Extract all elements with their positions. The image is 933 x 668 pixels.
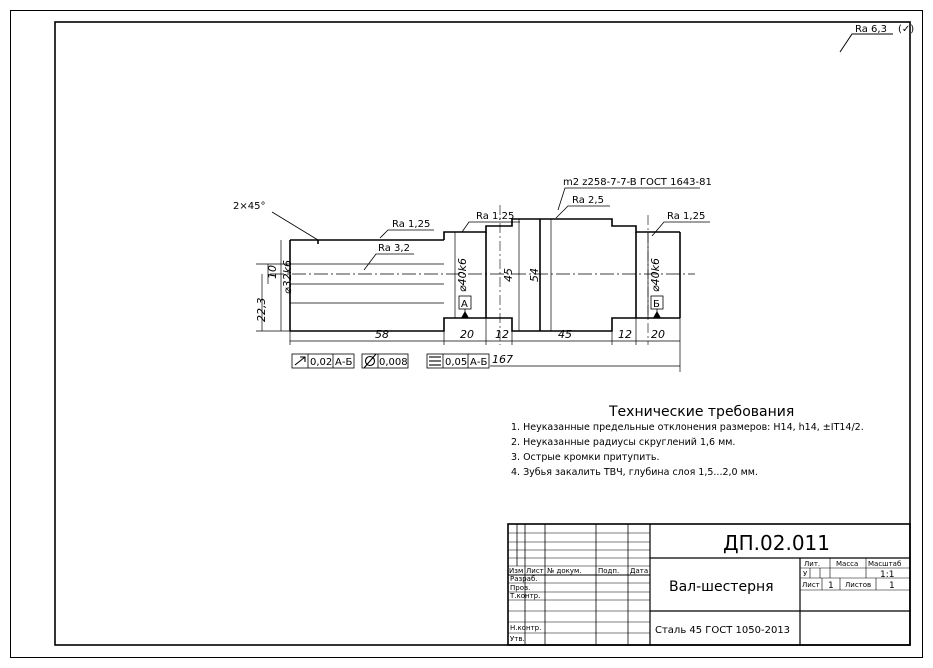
sheets-value: 1 <box>889 581 895 591</box>
material: Сталь 45 ГОСТ 1050-2013 <box>655 625 790 636</box>
tolerance-2-value: 0,008 <box>379 357 408 368</box>
dim-d45: 45 <box>502 268 515 282</box>
part-name: Вал-шестерня <box>669 579 774 595</box>
dim-d40-right: ⌀40k6 <box>649 258 662 292</box>
dim-l58: 58 <box>375 328 389 341</box>
tolerance-3-value: 0,05 <box>445 357 467 368</box>
tech-item-4: 4. Зубья закалить ТВЧ, глубина слоя 1,5.… <box>511 467 758 478</box>
tech-item-2: 2. Неуказанные радиусы скруглений 1,6 мм… <box>511 437 735 448</box>
tolerance-3-base: А-Б <box>470 357 487 368</box>
dim-d10: 10 <box>266 265 279 279</box>
row-nkontr: Н.контр. <box>510 624 541 632</box>
cylindricity-icon <box>363 353 377 369</box>
roughness-2: Ra 1,25 <box>476 211 514 222</box>
roughness-marks <box>363 205 710 271</box>
tech-title: Технические требования <box>608 404 794 420</box>
dim-l12a: 12 <box>495 328 509 341</box>
sheet-label: Лист <box>802 581 820 589</box>
chamfer-label: 2×45° <box>233 201 265 212</box>
lit-label: Лит. <box>804 560 820 568</box>
runout-icon <box>294 356 306 366</box>
tolerance-1-value: 0,02 <box>310 357 332 368</box>
dim-d22-3: 22,3 <box>255 298 268 323</box>
dim-l45: 45 <box>558 328 572 341</box>
tolerance-frame-3: 0,05 А-Б <box>426 353 490 369</box>
roughness-4: Ra 1,25 <box>667 211 705 222</box>
gear-params-label: m2 z258-7-7-B ГОСТ 1643-81 <box>563 177 712 188</box>
doc-code: ДП.02.011 <box>723 531 830 555</box>
row-razrab: Разраб. <box>510 575 538 583</box>
scale-label: Масштаб <box>868 560 901 568</box>
dim-d32: ⌀32k6 <box>281 260 294 294</box>
dim-l167: 167 <box>492 353 513 366</box>
datum-b: Б <box>650 295 664 318</box>
sheet-roughness-mark: Ra 6,3 (✓) <box>839 24 914 53</box>
roughness-5: Ra 3,2 <box>378 243 410 254</box>
roughness-3: Ra 2,5 <box>572 195 604 206</box>
mass-label: Масса <box>836 560 858 568</box>
col-sign: Подп. <box>598 567 619 575</box>
title-block <box>507 523 911 646</box>
dim-d40-left: ⌀40k6 <box>456 258 469 292</box>
tolerance-frame-2: 0,008 <box>361 353 409 369</box>
roughness-1: Ra 1,25 <box>392 219 430 230</box>
tech-item-3: 3. Острые кромки притупить. <box>511 452 660 463</box>
chamfer-callout: 2×45° <box>233 201 319 241</box>
sheet-roughness-bracket: (✓) <box>898 24 914 35</box>
inner-frame <box>54 21 911 646</box>
tolerance-frame-1: 0,02 А-Б <box>291 353 355 369</box>
dim-l20b: 20 <box>651 328 665 341</box>
parallelism-icon <box>429 356 441 366</box>
gear-params-callout: m2 z258-7-7-B ГОСТ 1643-81 <box>557 177 712 211</box>
datum-a-label: А <box>461 299 468 310</box>
scale-value: 1:1 <box>880 570 894 580</box>
keyway-lines <box>290 263 444 304</box>
diameter-dimensions <box>256 219 649 332</box>
sheet-value: 1 <box>828 581 834 591</box>
col-list: Лист <box>526 567 544 575</box>
col-izm: Изм <box>509 567 523 575</box>
col-date: Дата <box>630 567 648 575</box>
tech-item-1: 1. Неуказанные предельные отклонения раз… <box>511 422 864 433</box>
row-tkontr: Т.контр. <box>509 592 540 600</box>
row-utv: Утв. <box>510 635 525 643</box>
outer-frame <box>10 10 923 658</box>
shaft-contour <box>289 218 681 332</box>
datum-a: А <box>458 295 472 318</box>
tolerance-1-base: А-Б <box>335 357 352 368</box>
dim-d54: 54 <box>528 268 541 282</box>
col-doc: № докум. <box>547 567 582 575</box>
sheets-label: Листов <box>845 581 871 589</box>
sheet-roughness-label: Ra 6,3 <box>855 24 887 35</box>
lit-value: У <box>803 570 808 578</box>
dim-l12b: 12 <box>618 328 632 341</box>
dim-l20a: 20 <box>460 328 474 341</box>
length-dimensions <box>289 318 681 372</box>
datum-b-label: Б <box>653 299 660 310</box>
row-prov: Пров. <box>510 584 530 592</box>
